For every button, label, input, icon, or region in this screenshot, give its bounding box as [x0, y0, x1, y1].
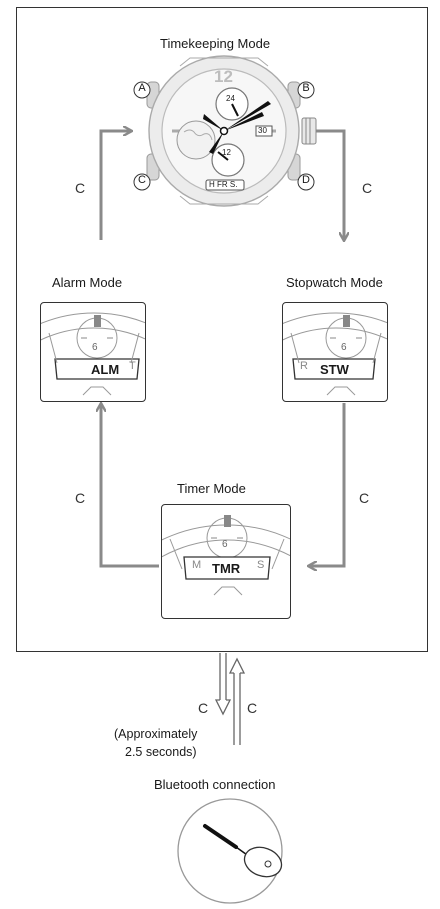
hold-note-line1: (Approximately — [114, 727, 198, 741]
arrow-alarm-to-timekeeping — [99, 131, 131, 240]
alarm-display-side: T — [129, 360, 136, 372]
timer-display-left: M — [192, 559, 202, 571]
button-b-label: B — [302, 82, 310, 94]
subdial-top-label: 24 — [226, 94, 235, 103]
date-window — [255, 125, 273, 137]
stopwatch-mode-display — [282, 302, 388, 402]
mode-cycle-frame — [16, 7, 428, 652]
timer-mode-label: Timer Mode — [177, 481, 246, 496]
button-a-label: A — [138, 82, 146, 94]
arrow-timer-to-alarm — [101, 404, 159, 568]
date-value: 30 — [258, 126, 267, 135]
c-button-label-3: C — [75, 490, 86, 506]
timer-display-right: S — [257, 559, 265, 571]
bottom-window — [205, 179, 245, 191]
alarm-mode-display — [40, 302, 146, 402]
bluetooth-connection-label: Bluetooth connection — [154, 777, 276, 792]
timekeeping-mode-label: Timekeeping Mode — [160, 36, 271, 51]
arrow-from-bluetooth — [228, 657, 246, 745]
c-button-label-5: C — [198, 700, 209, 716]
c-button-label-2: C — [362, 180, 373, 196]
timer-dial-six: 6 — [222, 539, 228, 550]
alarm-mode-label: Alarm Mode — [52, 275, 123, 290]
c-button-label-4: C — [359, 490, 370, 506]
arrow-stopwatch-to-timer — [309, 403, 346, 566]
stopwatch-dial-six: 6 — [341, 342, 347, 353]
arrow-timekeeping-to-stopwatch — [315, 129, 344, 240]
bottom-window-text: H FR S. — [209, 180, 238, 189]
button-d-label: D — [302, 174, 310, 186]
stopwatch-mode-label: Stopwatch Mode — [286, 275, 383, 290]
c-button-label-1: C — [75, 180, 86, 196]
c-button-label-6: C — [247, 700, 258, 716]
timer-display-text: TMR — [212, 561, 241, 576]
stopwatch-display-text: STW — [320, 362, 349, 377]
timer-mode-display — [161, 504, 291, 619]
button-c-label: C — [138, 174, 146, 186]
alarm-dial-six: 6 — [92, 342, 98, 353]
stopwatch-display-side: R — [300, 360, 308, 372]
numeral-12: 12 — [214, 67, 233, 86]
hold-note-line2: 2.5 seconds) — [125, 745, 197, 759]
arrow-to-bluetooth — [214, 653, 232, 716]
subdial-bottom-label: 12 — [222, 148, 231, 157]
alarm-display-text: ALM — [91, 362, 120, 377]
